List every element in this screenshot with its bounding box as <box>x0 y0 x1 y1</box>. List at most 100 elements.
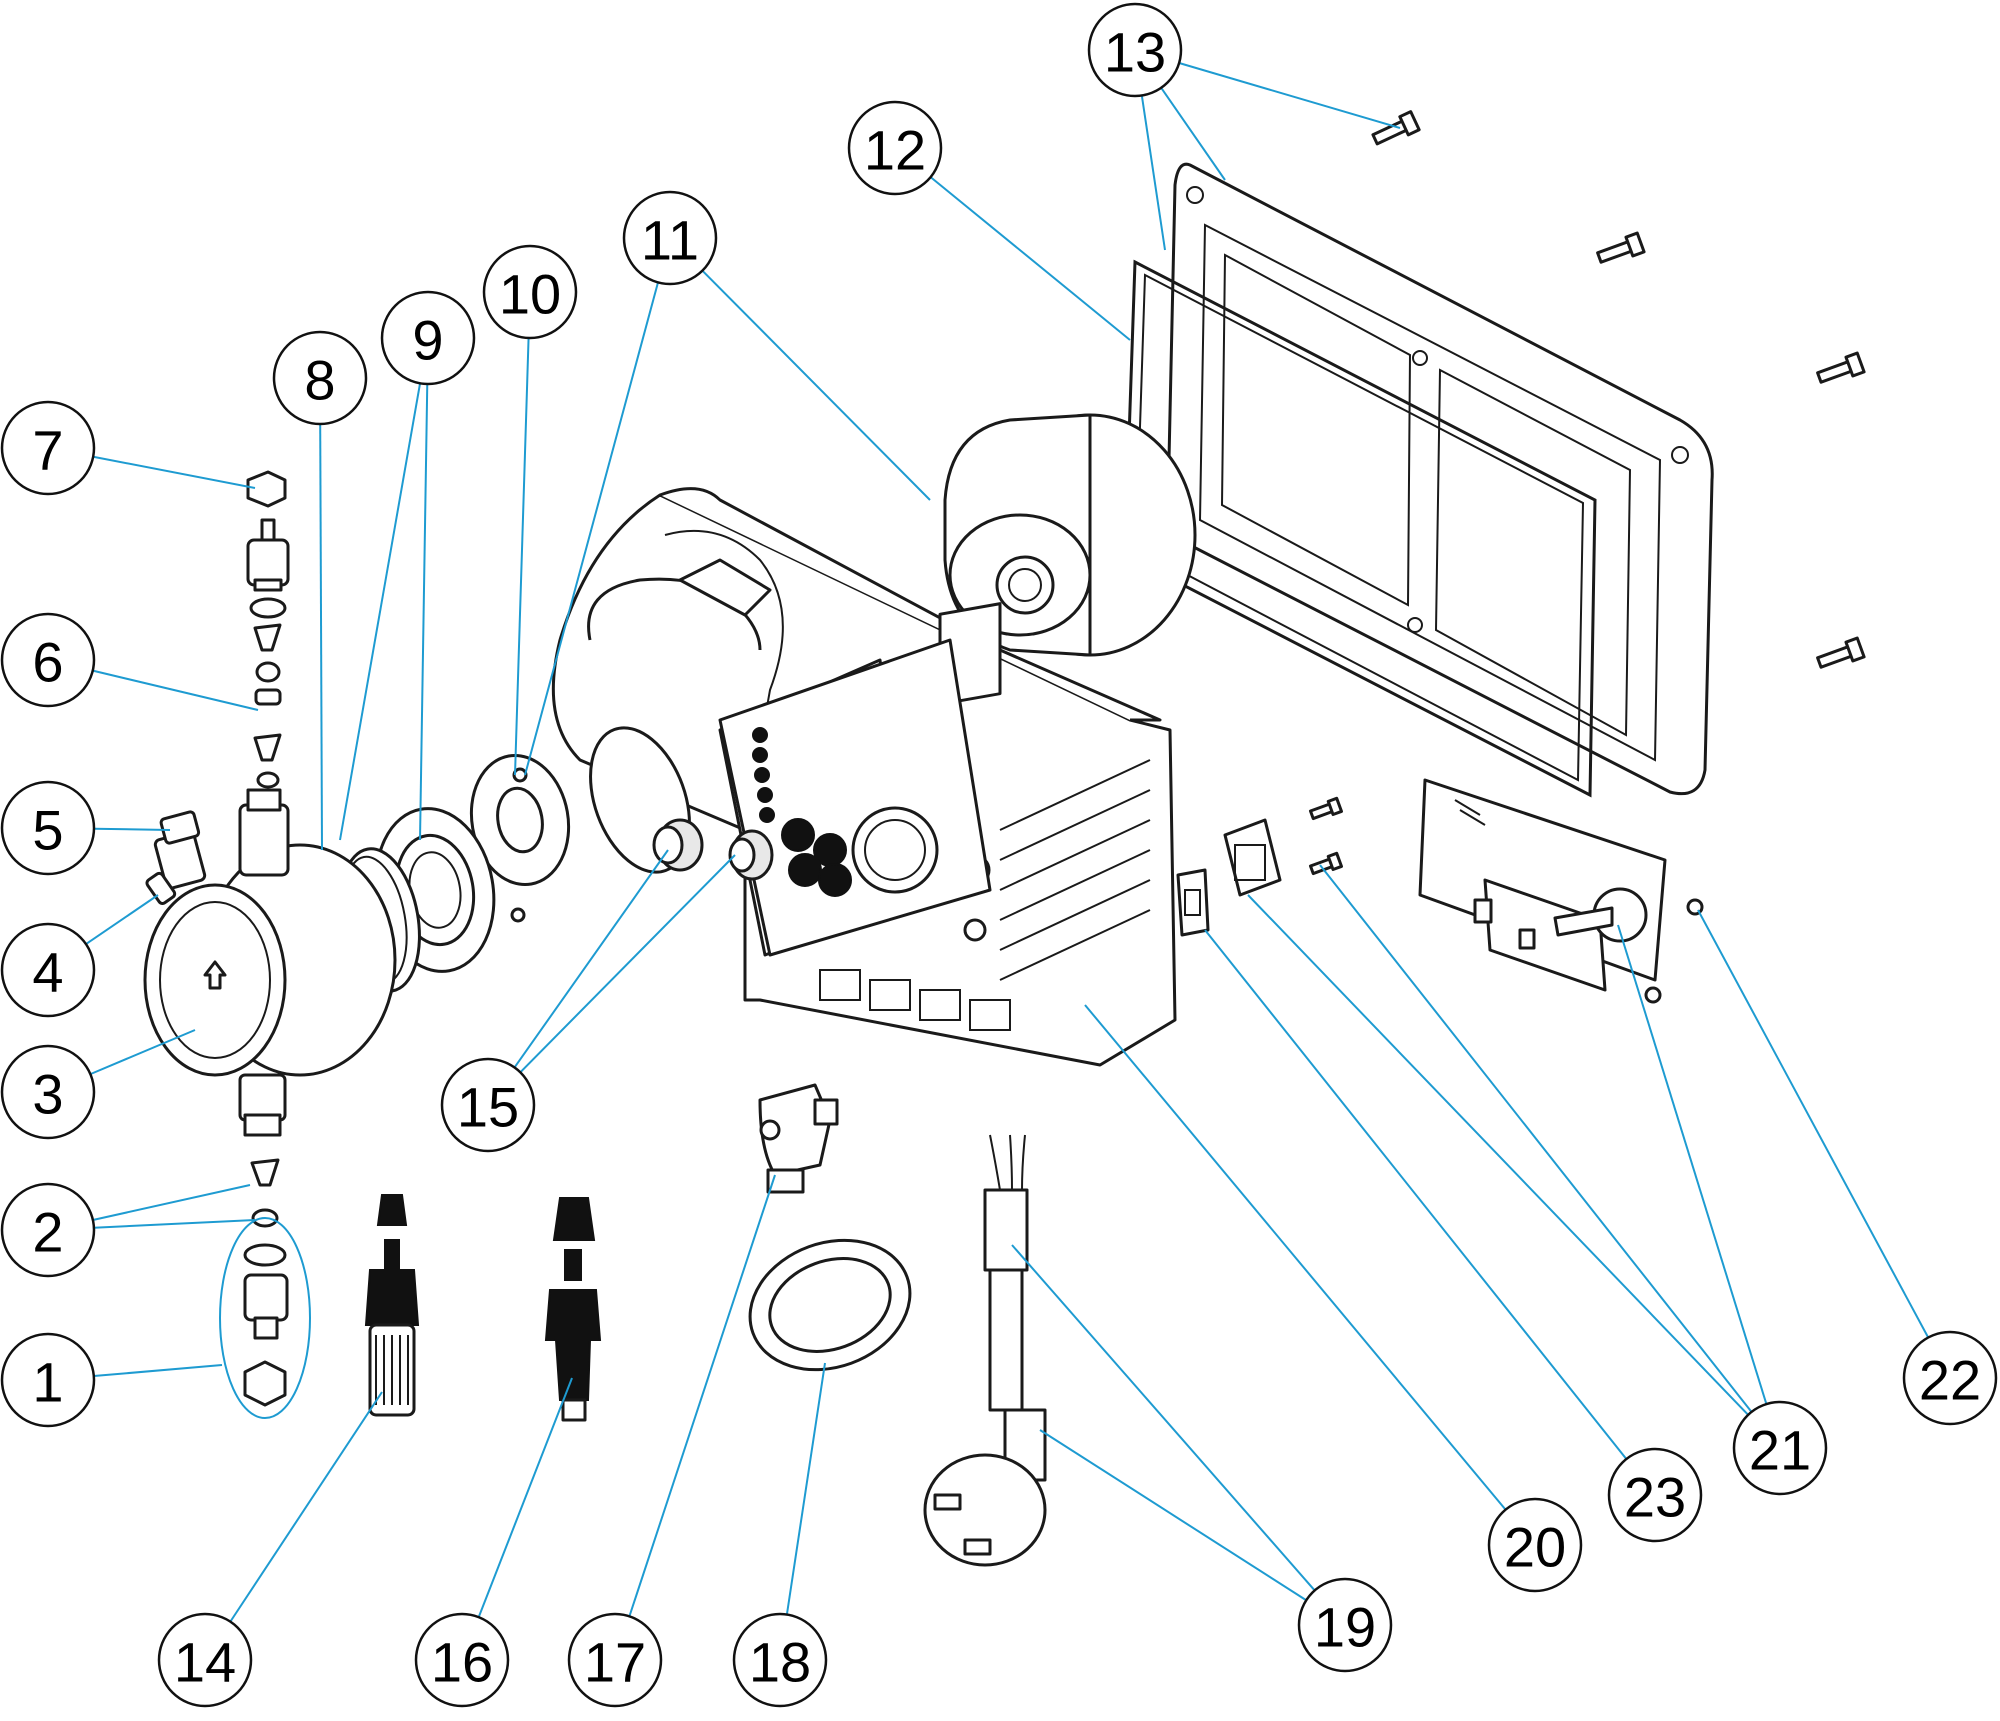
callout-number-11: 11 <box>641 209 699 272</box>
callout-circle-15 <box>440 1057 536 1153</box>
callout-number-22: 22 <box>1919 1349 1981 1412</box>
callout-circle-17 <box>567 1612 663 1708</box>
callout-3: 3 <box>0 1044 96 1140</box>
leader-line-11-1 <box>524 282 659 776</box>
leader-line-12-1 <box>929 176 1131 341</box>
callout-21: 21 <box>1732 1400 1828 1496</box>
control-panel <box>718 638 992 957</box>
callout-circle-13 <box>1087 2 1183 98</box>
callout-22: 22 <box>1902 1330 1998 1426</box>
connector-plug <box>758 1083 839 1194</box>
callout-circle-21 <box>1732 1400 1828 1496</box>
callout-circle-14 <box>157 1612 253 1708</box>
leader-line-23-1 <box>1204 929 1628 1460</box>
leader-line-11-2 <box>701 269 931 501</box>
tubing-coil <box>748 1238 912 1372</box>
callout-circle-19 <box>1297 1577 1393 1673</box>
callout-circle-18 <box>732 1612 828 1708</box>
callout-12: 12 <box>847 100 943 196</box>
leader-lines <box>85 62 1930 1623</box>
callout-number-13: 13 <box>1104 21 1166 84</box>
leader-line-15-1 <box>513 849 669 1068</box>
callout-5: 5 <box>0 780 96 876</box>
callout-circle-9 <box>380 290 476 386</box>
callout-number-12: 12 <box>864 119 926 182</box>
callout-number-15: 15 <box>457 1076 519 1139</box>
discharge-valve-stack <box>246 470 290 789</box>
callout-circle-11 <box>622 190 718 286</box>
parts-drawing <box>143 110 1866 1567</box>
leader-line-21-3 <box>1617 924 1768 1405</box>
callout-23: 23 <box>1607 1447 1703 1543</box>
callout-circle-23 <box>1607 1447 1703 1543</box>
foot-filter <box>364 1194 420 1417</box>
callout-circle-1 <box>0 1332 96 1428</box>
callout-number-8: 8 <box>304 349 335 412</box>
callout-number-21: 21 <box>1749 1419 1811 1482</box>
circuit-board <box>1418 778 1704 1004</box>
callout-14: 14 <box>157 1612 253 1708</box>
callout-number-2: 2 <box>32 1201 63 1264</box>
socket <box>1223 796 1343 897</box>
callout-number-18: 18 <box>749 1631 811 1694</box>
callout-number-16: 16 <box>431 1631 493 1694</box>
callout-circle-20 <box>1487 1497 1583 1593</box>
callout-9: 9 <box>380 290 476 386</box>
callout-6: 6 <box>0 612 96 708</box>
callout-2: 2 <box>0 1182 96 1278</box>
adjustment-knobs <box>652 818 774 881</box>
callout-10: 10 <box>482 244 578 340</box>
power-cable <box>923 1134 1047 1567</box>
leader-line-10-1 <box>514 337 530 776</box>
callout-1: 1 <box>0 1332 96 1428</box>
pump-head <box>143 788 397 1137</box>
callout-circle-6 <box>0 612 96 708</box>
callout-circle-16 <box>414 1612 510 1708</box>
back-cover-frame <box>1166 162 1714 796</box>
callout-number-7: 7 <box>32 419 63 482</box>
callout-number-6: 6 <box>32 631 63 694</box>
callout-number-10: 10 <box>499 263 561 326</box>
leader-line-9-2 <box>419 383 429 841</box>
injection-valve <box>544 1197 602 1422</box>
callout-number-1: 1 <box>32 1351 63 1414</box>
callout-number-9: 9 <box>412 309 443 372</box>
callout-number-5: 5 <box>32 799 63 862</box>
leader-line-1-1 <box>93 1364 223 1378</box>
suction-valve-stack <box>219 1158 311 1419</box>
callout-number-4: 4 <box>32 941 63 1004</box>
leader-line-21-2 <box>1319 864 1753 1413</box>
leader-line-19-1 <box>1011 1244 1316 1592</box>
leader-line-5-1 <box>93 827 171 831</box>
leader-line-18-1 <box>785 1362 826 1615</box>
callout-20: 20 <box>1487 1497 1583 1593</box>
callout-number-14: 14 <box>174 1631 236 1694</box>
leader-line-13-3 <box>1178 62 1401 129</box>
callout-19: 19 <box>1297 1577 1393 1673</box>
callout-number-19: 19 <box>1314 1596 1376 1659</box>
leader-line-20-1 <box>1084 1004 1507 1511</box>
flange-plate <box>469 753 571 923</box>
callout-circle-4 <box>0 922 96 1018</box>
leader-line-7-1 <box>92 455 256 489</box>
leader-line-14-1 <box>229 1391 383 1623</box>
callout-circle-10 <box>482 244 578 340</box>
fuse-holder <box>1176 868 1210 937</box>
callout-15: 15 <box>440 1057 536 1153</box>
leader-line-6-1 <box>92 669 259 711</box>
callout-circle-22 <box>1902 1330 1998 1426</box>
leader-line-9-1 <box>339 383 422 841</box>
leader-line-2-2 <box>93 1219 256 1229</box>
cover-screws <box>1371 110 1866 669</box>
leader-line-15-2 <box>519 854 736 1073</box>
callout-circle-3 <box>0 1044 96 1140</box>
leader-line-16-1 <box>477 1377 573 1618</box>
callout-8: 8 <box>272 330 368 426</box>
callout-circle-12 <box>847 100 943 196</box>
leader-line-2-1 <box>92 1184 251 1221</box>
callout-number-20: 20 <box>1504 1516 1566 1579</box>
callout-circle-5 <box>0 780 96 876</box>
leader-line-22-1 <box>1697 909 1930 1338</box>
